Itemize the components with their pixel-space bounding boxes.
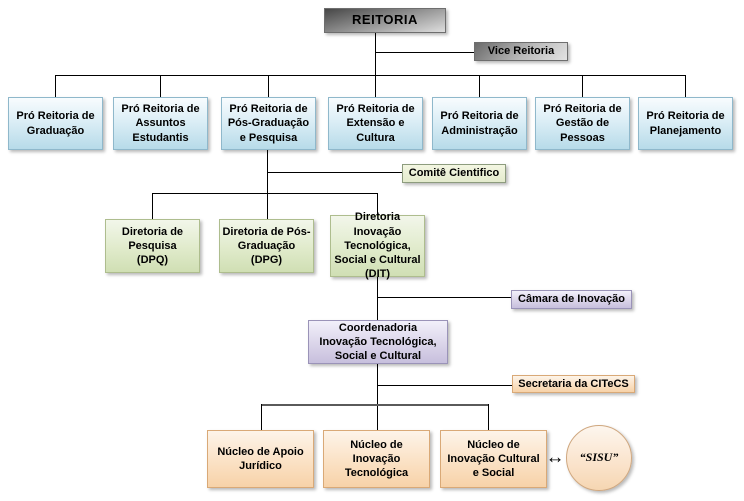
node-vice-reitoria: Vice Reitoria bbox=[474, 42, 568, 61]
connector bbox=[267, 150, 268, 219]
connector bbox=[55, 75, 56, 97]
node-secretaria-citecs: Secretaria da CITeCS bbox=[512, 375, 635, 393]
connector bbox=[377, 364, 378, 430]
connector bbox=[375, 75, 376, 97]
node-pro-reitoria-pos-graduacao-pesquisa: Pró Reitoria de Pós-Graduação e Pesquisa bbox=[221, 97, 316, 150]
node-coordenadoria-citecs: Coordenadoria Inovação Tecnológica, Soci… bbox=[308, 320, 448, 364]
connector bbox=[479, 75, 480, 97]
node-pro-reitoria-administracao: Pró Reitoria de Administração bbox=[432, 97, 527, 150]
node-nucleo-inovacao-cultural-social: Núcleo de Inovação Cultural e Social bbox=[440, 430, 547, 488]
connector bbox=[685, 75, 686, 97]
connector bbox=[152, 193, 377, 194]
node-camara-inovacao: Câmara de Inovação bbox=[511, 290, 632, 309]
connector bbox=[261, 404, 488, 406]
connector bbox=[377, 297, 511, 298]
node-pro-reitoria-gestao-pessoas: Pró Reitoria de Gestão de Pessoas bbox=[535, 97, 630, 150]
connector bbox=[377, 385, 512, 386]
connector bbox=[55, 75, 686, 76]
node-pro-reitoria-graduacao: Pró Reitoria de Graduação bbox=[8, 97, 103, 150]
node-comite-cientifico: Comitê Cientifico bbox=[402, 164, 506, 183]
connector bbox=[160, 75, 161, 97]
connector bbox=[261, 404, 262, 430]
connector bbox=[267, 172, 402, 173]
connector bbox=[377, 193, 378, 215]
connector bbox=[152, 193, 153, 219]
connector bbox=[488, 404, 489, 430]
node-nucleo-inovacao-tecnologica: Núcleo de Inovação Tecnológica bbox=[323, 430, 430, 488]
node-diretoria-pesquisa-dpq: Diretoria de Pesquisa (DPQ) bbox=[105, 219, 200, 273]
node-pro-reitoria-planejamento: Pró Reitoria de Planejamento bbox=[638, 97, 733, 150]
connector bbox=[375, 52, 474, 53]
connector bbox=[582, 75, 583, 97]
connector bbox=[377, 277, 378, 320]
node-nucleo-apoio-juridico: Núcleo de Apoio Jurídico bbox=[207, 430, 314, 488]
node-diretoria-pos-graduacao-dpg: Diretoria de Pós- Graduação (DPG) bbox=[219, 219, 314, 273]
node-reitoria: REITORIA bbox=[324, 8, 446, 33]
node-pro-reitoria-extensao-cultura: Pró Reitoria de Extensão e Cultura bbox=[328, 97, 423, 150]
node-pro-reitoria-assuntos-estudantis: Pró Reitoria de Assuntos Estudantis bbox=[113, 97, 208, 150]
connector bbox=[268, 75, 269, 97]
connector bbox=[375, 33, 376, 75]
bidirectional-arrow-icon: ↔ bbox=[545, 447, 565, 468]
node-diretoria-inovacao-dit: Diretoria Inovação Tecnológica, Social e… bbox=[330, 211, 425, 280]
node-sisu: “SISU” bbox=[566, 425, 632, 491]
